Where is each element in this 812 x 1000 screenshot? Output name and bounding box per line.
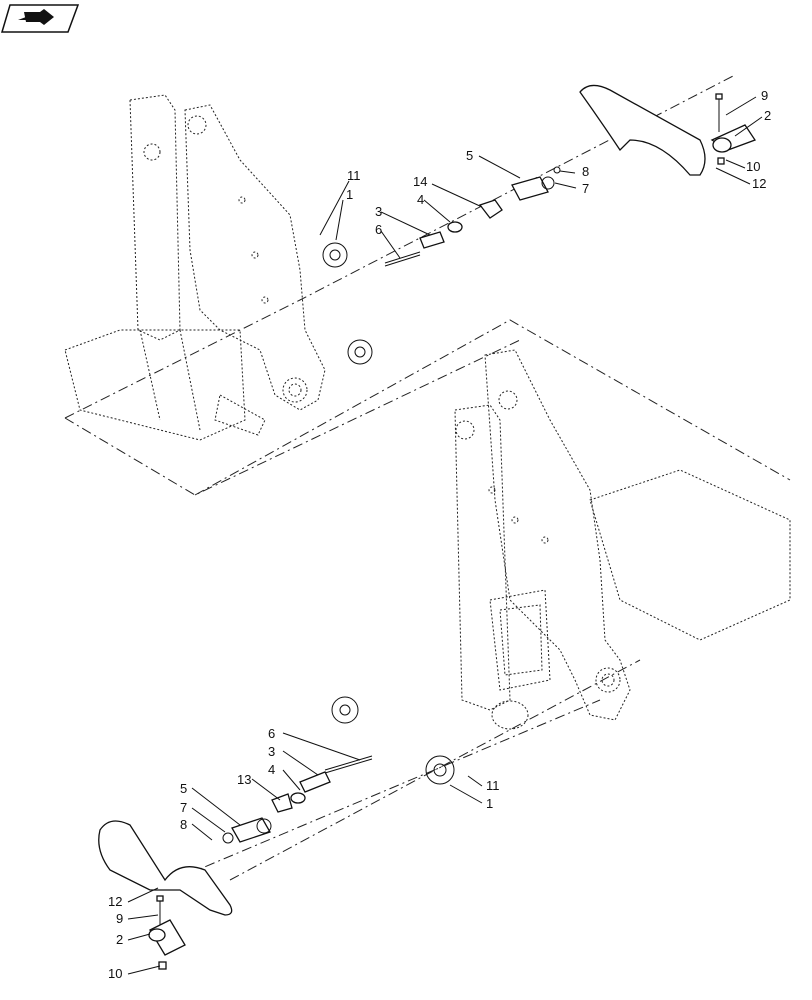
lower-callout-11: 11 <box>486 778 500 793</box>
lower-nut <box>158 961 167 970</box>
lower-callout-5: 5 <box>180 781 187 796</box>
lower-spring <box>271 793 293 813</box>
upper-callout-10: 10 <box>746 159 760 174</box>
lower-callout-1: 1 <box>486 796 493 811</box>
lower-sleeve <box>299 771 331 793</box>
next-page-arrow-icon[interactable] <box>0 4 80 33</box>
lower-callout-7: 7 <box>180 800 187 815</box>
upper-sleeve <box>419 231 445 249</box>
upper-callout-6: 6 <box>375 222 382 237</box>
upper-callout-7: 7 <box>582 181 589 196</box>
lower-callout-12: 12 <box>108 894 122 909</box>
upper-callout-1: 1 <box>346 187 353 202</box>
upper-callout-2: 2 <box>764 108 771 123</box>
lower-callout-9: 9 <box>116 911 123 926</box>
upper-nut <box>717 157 725 165</box>
upper-callout-14: 14 <box>413 174 427 189</box>
upper-callout-4: 4 <box>417 192 424 207</box>
lower-callout-6: 6 <box>268 726 275 741</box>
lower-callout-3: 3 <box>268 744 275 759</box>
lower-sprocket-upper <box>331 696 359 724</box>
lower-bushing <box>290 792 306 804</box>
upper-callout-11: 11 <box>347 168 361 183</box>
upper-frame-plate-front <box>184 104 326 411</box>
lower-belt <box>98 820 233 916</box>
upper-callout-9: 9 <box>761 88 768 103</box>
lower-assembly: 6 3 4 13 5 7 8 11 1 12 9 2 10 <box>98 319 791 981</box>
upper-callout-3: 3 <box>375 204 382 219</box>
lower-callout-4: 4 <box>268 762 275 777</box>
lower-callout-10: 10 <box>108 966 122 981</box>
upper-belt <box>579 84 706 176</box>
upper-sprocket-lower <box>347 339 373 365</box>
lower-callout-8: 8 <box>180 817 187 832</box>
lower-sprocket-1 <box>425 755 455 785</box>
lower-shaft <box>324 755 373 774</box>
upper-callout-12: 12 <box>752 176 766 191</box>
upper-assembly: 11 1 3 6 4 14 5 8 7 9 2 10 12 <box>64 74 771 496</box>
lower-frame-plate-rear <box>454 404 511 711</box>
upper-shaft <box>384 251 421 267</box>
upper-sprocket-1 <box>322 242 348 268</box>
upper-frame-plate-rear <box>129 94 181 341</box>
upper-tensioner-arm <box>511 176 549 201</box>
lower-callout-13: 13 <box>237 772 251 787</box>
upper-spring <box>478 199 503 219</box>
lower-callout-2: 2 <box>116 932 123 947</box>
upper-bushing <box>447 221 463 233</box>
lower-tensioner-arm <box>231 817 271 843</box>
upper-callout-8: 8 <box>582 164 589 179</box>
lower-frame-plate-front <box>484 349 631 721</box>
upper-callout-5: 5 <box>466 148 473 163</box>
